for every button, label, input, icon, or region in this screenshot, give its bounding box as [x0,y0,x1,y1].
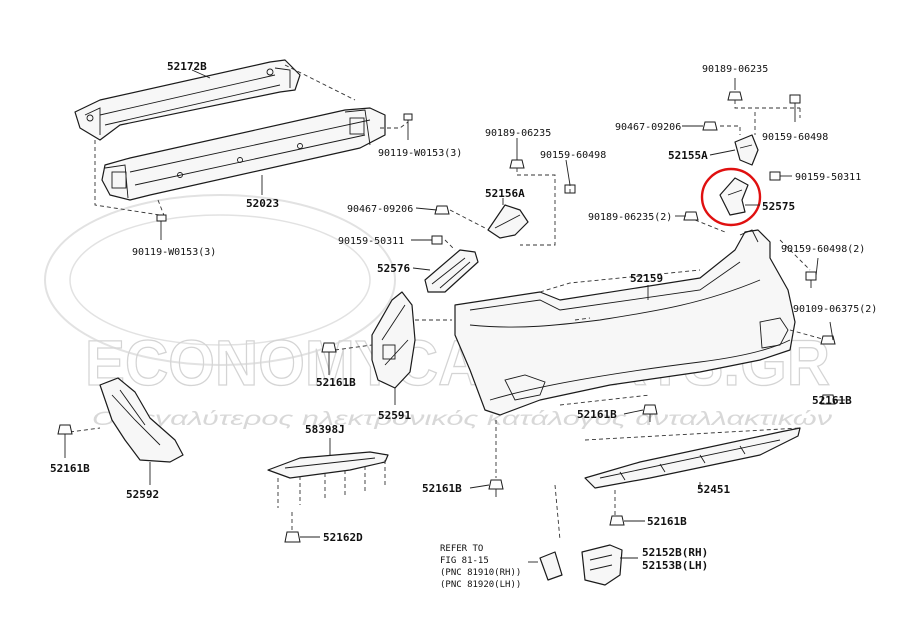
label-52451[interactable]: 52451 [697,483,730,496]
bolt-90159-60498-top-icon[interactable] [789,94,801,112]
label-52172b[interactable]: 52172B [167,60,207,73]
clip-90189-mid-icon[interactable] [509,159,525,169]
label-90159-60498-mid[interactable]: 90159-60498 [540,150,606,161]
part-52159-bumper-cover[interactable] [454,229,796,416]
highlight-circle [700,167,762,227]
label-90159-60498-2[interactable]: 90159-60498(2) [781,244,865,255]
bolt-90159-50311-right-icon[interactable] [769,171,781,181]
label-52161b-c[interactable]: 52161B [577,408,617,421]
clip-90109-2-icon[interactable] [820,335,836,345]
clip-52162d-icon[interactable] [284,531,301,543]
clip-52161b-b-icon[interactable] [57,424,73,443]
dashed-guides-52451 [495,394,801,541]
label-52161b-d[interactable]: 52161B [812,394,852,407]
label-58398j[interactable]: 58398J [305,423,345,436]
part-labels: 52172B 52023 90119-W0153(3) 90119-W0153(… [50,60,877,572]
part-52576-bracket[interactable] [424,249,479,293]
dashed-guides-58398j [277,460,386,530]
clip-52161b-e-icon[interactable] [488,479,504,497]
part-58398j-undercover[interactable] [267,451,389,479]
dashed-guides-cover [539,219,827,341]
watermark-logo-ring-inner [69,214,371,346]
part-52152b-52153b-cover[interactable] [581,544,623,586]
bolt-90159-50311-left-icon[interactable] [431,235,443,245]
part-52451-garnish[interactable] [584,427,801,489]
label-90119-top[interactable]: 90119-W0153(3) [378,148,462,159]
label-52592[interactable]: 52592 [126,488,159,501]
label-52575[interactable]: 52575 [762,200,795,213]
label-52152b[interactable]: 52152B(RH) [642,546,708,559]
label-52161b-f[interactable]: 52161B [647,515,687,528]
label-52159[interactable]: 52159 [630,272,663,285]
part-52592-spacer[interactable] [99,377,184,463]
label-52156a[interactable]: 52156A [485,187,525,200]
dashed-guides-upper-right [720,100,801,135]
dashed-guides-mid [444,168,571,251]
label-90119-bottom[interactable]: 90119-W0153(3) [132,247,216,258]
part-52591-mount[interactable] [371,291,416,389]
clip-90189-2-icon[interactable] [683,211,699,221]
reference-note-line4: (PNC 81920(LH)) [440,580,521,590]
clip-52161b-a-icon[interactable] [321,342,337,362]
label-90109-2[interactable]: 90109-06375(2) [793,304,877,315]
part-reflector-lamp[interactable] [539,551,563,581]
label-52023[interactable]: 52023 [246,197,279,210]
label-90189-2[interactable]: 90189-06235(2) [588,212,672,223]
watermark-logo-ring [44,194,396,366]
label-90159-50311-right[interactable]: 90159-50311 [795,172,861,183]
label-90467-mid[interactable]: 90467-09206 [347,204,413,215]
clip-52161b-d-icon[interactable] [820,394,836,405]
label-90189-mid[interactable]: 90189-06235 [485,128,551,139]
part-52575-bracket[interactable] [719,177,749,216]
reference-note-line3: (PNC 81910(RH)) [440,568,521,578]
label-52161b-e[interactable]: 52161B [422,482,462,495]
part-52172b-reinforcement[interactable] [74,59,301,141]
bolt-90119-bottom-icon[interactable] [156,214,167,232]
part-52155a-bracket[interactable] [734,134,759,166]
clip-90189-top-icon[interactable] [727,91,743,101]
label-52161b-b[interactable]: 52161B [50,462,90,475]
leader-lines [64,69,845,559]
label-52155a[interactable]: 52155A [668,149,708,162]
label-52161b-a[interactable]: 52161B [316,376,356,389]
dashed-guides-52592 [69,427,101,433]
reference-note: REFER TO FIG 81-15 (PNC 81910(RH)) (PNC … [440,544,538,590]
label-90189-top[interactable]: 90189-06235 [702,64,768,75]
dashed-guides-52591 [334,319,452,351]
reference-note-line1: REFER TO [440,544,483,554]
label-52153b[interactable]: 52153B(LH) [642,559,708,572]
label-52576[interactable]: 52576 [377,262,410,275]
bolt-90159-60498-2-icon[interactable] [805,271,817,288]
watermark-tagline: Ο μεγαλύτερος ηλεκτρονικός κατάλογος αντ… [92,409,833,430]
label-90159-60498-top[interactable]: 90159-60498 [762,132,828,143]
label-90467-top[interactable]: 90467-09206 [615,122,681,133]
part-52023-bumper-beam[interactable] [101,107,386,201]
clip-52161b-c-icon[interactable] [642,404,658,422]
label-52591[interactable]: 52591 [378,409,411,422]
clip-52161b-f-icon[interactable] [609,515,625,526]
reference-note-line2: FIG 81-15 [440,556,489,566]
clip-90467-top-icon[interactable] [702,121,718,131]
label-90159-50311-left[interactable]: 90159-50311 [338,236,404,247]
part-52156a-bracket[interactable] [487,204,529,239]
label-52162d[interactable]: 52162D [323,531,363,544]
bolt-90119-top-icon[interactable] [403,113,413,130]
clip-90467-mid-icon[interactable] [434,205,450,215]
